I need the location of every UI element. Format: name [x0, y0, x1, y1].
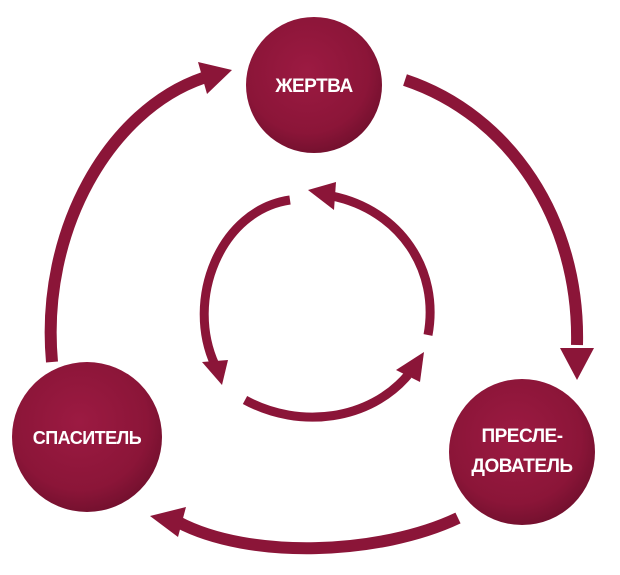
- arrow-victim-to-persecutor: [403, 74, 584, 346]
- inner-arrowheads: [202, 182, 424, 385]
- outer-arrowheads: [150, 62, 594, 537]
- arrowhead-at-rescuer: [150, 507, 186, 537]
- node-victim-label: ЖЕРТВА: [274, 76, 353, 97]
- inner-arrowhead-top: [308, 182, 336, 210]
- node-rescuer-label: СПАСИТЕЛЬ: [33, 428, 142, 448]
- inner-arrow-left: [199, 195, 291, 367]
- inner-arrow-bottom: [242, 372, 412, 422]
- node-victim-circle: [246, 17, 382, 153]
- node-persecutor-label-line1: ПРЕСЛЕ-: [481, 426, 562, 447]
- node-rescuer-circle: [12, 362, 162, 512]
- inner-arrowhead-left-bottom: [202, 360, 228, 385]
- arrowhead-at-victim: [198, 62, 232, 94]
- arrow-persecutor-to-rescuer: [175, 512, 461, 555]
- node-persecutor-circle: [449, 379, 595, 525]
- arrowhead-at-persecutor: [560, 348, 594, 380]
- outer-cycle: [44, 72, 584, 555]
- node-persecutor: ПРЕСЛЕ- ДОВАТЕЛЬ: [449, 379, 595, 525]
- arrow-rescuer-to-victim: [44, 72, 205, 363]
- node-rescuer: СПАСИТЕЛЬ: [12, 362, 162, 512]
- node-persecutor-label-line2: ДОВАТЕЛЬ: [471, 456, 572, 477]
- inner-cycle: [199, 191, 435, 422]
- inner-arrowhead-right-bottom: [396, 352, 424, 382]
- node-victim: ЖЕРТВА: [246, 17, 382, 153]
- inner-arrow-right: [331, 191, 435, 336]
